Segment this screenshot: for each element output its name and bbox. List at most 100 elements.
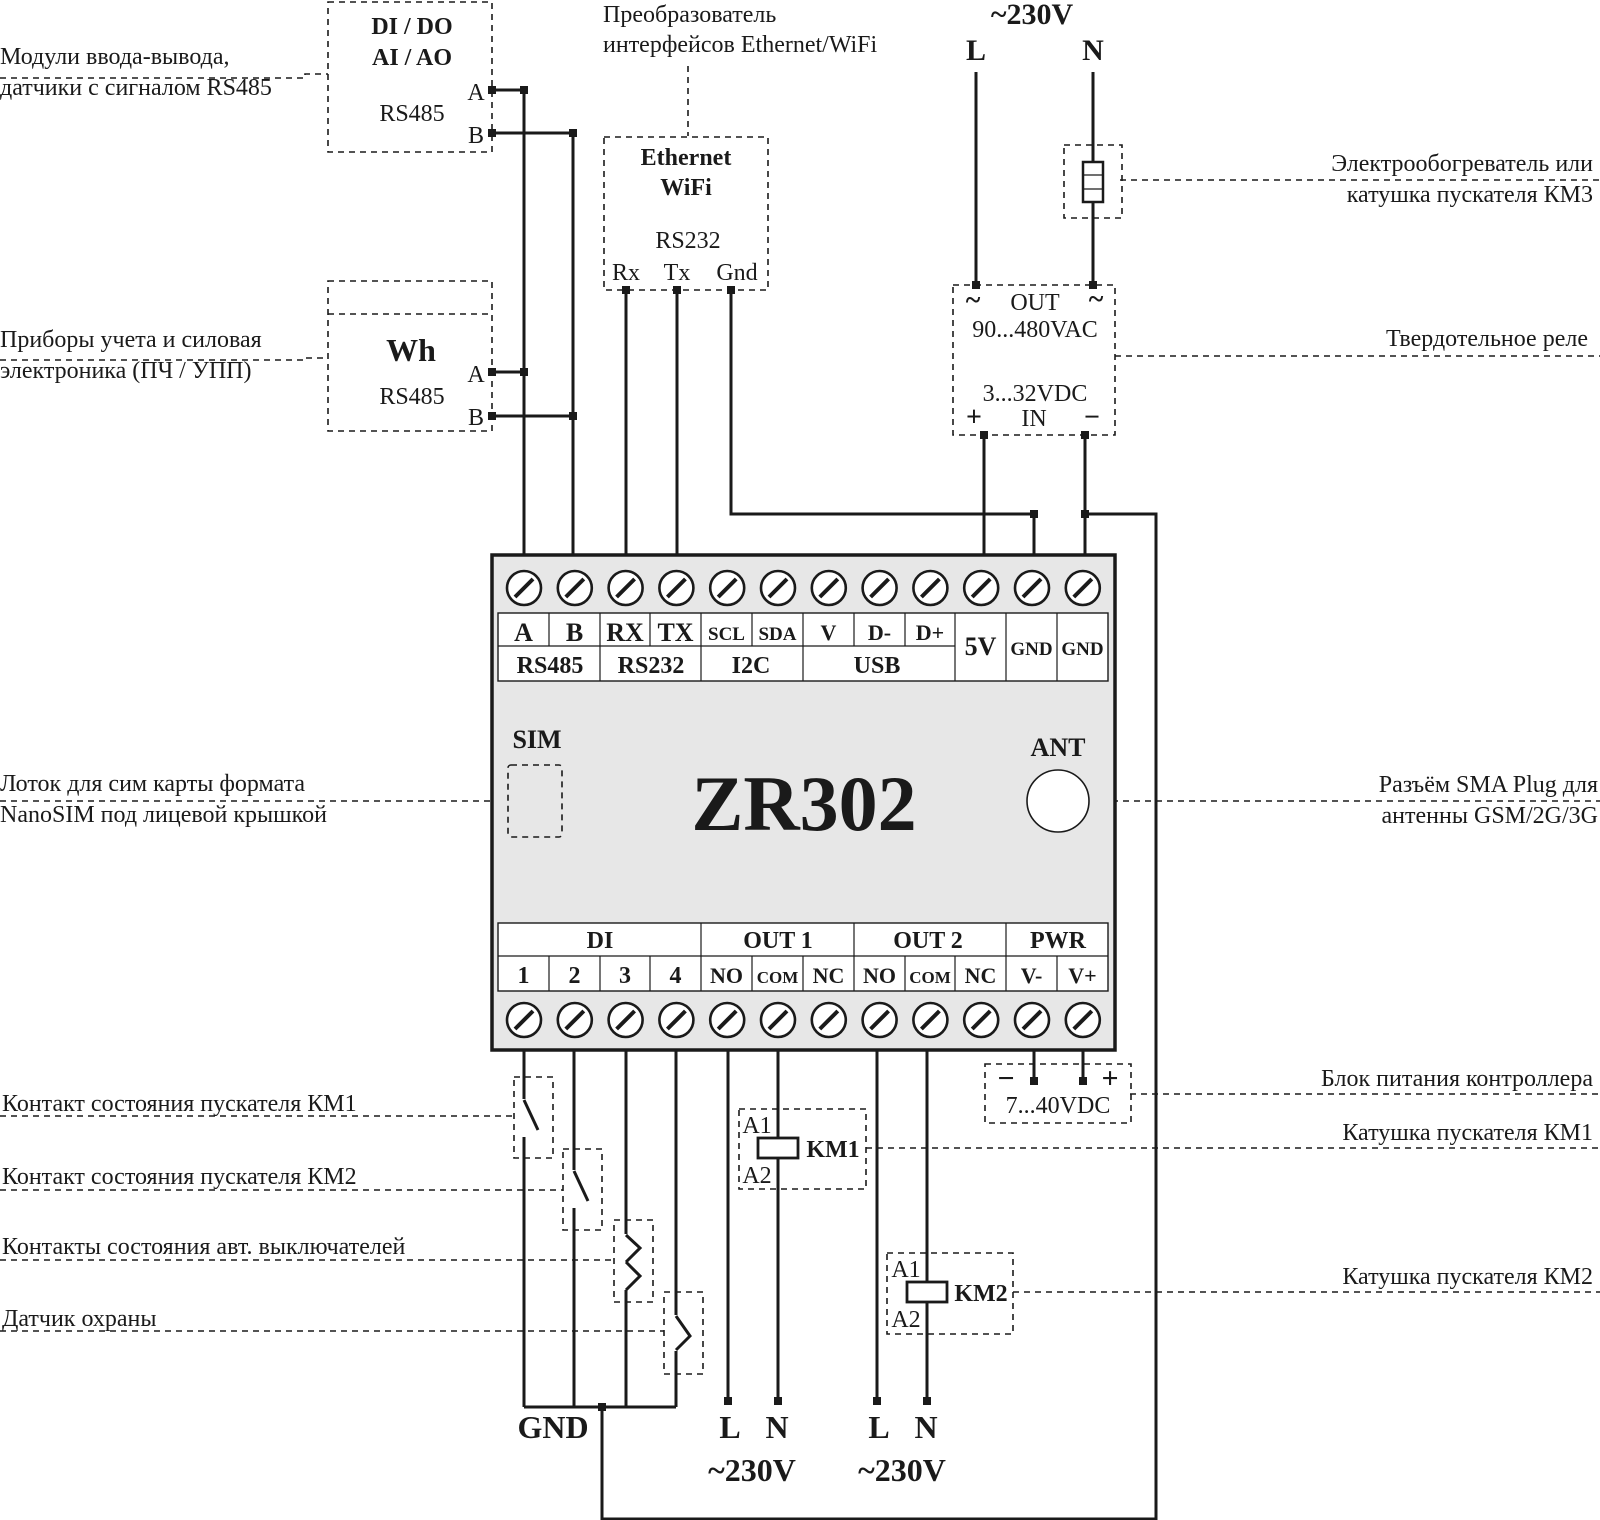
top-terminal-screw-icon-11 <box>1013 569 1051 607</box>
mains-top-voltage: ~230V <box>991 0 1074 31</box>
callout-heater-line2: катушка пускателя КМ3 <box>1347 182 1593 208</box>
coil-km1: A1 A2 KM1 <box>738 1108 867 1190</box>
callout-breakers: Контакты состояния авт. выключателей <box>2 1234 405 1260</box>
top-pin-label-9: D+ <box>916 620 944 645</box>
out1-voltage: ~230V <box>708 1452 796 1488</box>
ssr-box: ~ ~ OUT 90...480VAC 3...32VDC + IN − <box>952 284 1116 436</box>
bottom-pin-label-7: NC <box>813 963 845 988</box>
group-i2c: I2C <box>732 653 771 679</box>
top-pin-label-1: A <box>514 618 533 647</box>
top-pin-label-5: SCL <box>708 624 745 645</box>
bottom-terminal-screw-icon-8 <box>861 1001 898 1039</box>
psu-minus: − <box>997 1062 1014 1095</box>
eth-box-bus: RS232 <box>655 228 720 254</box>
callout-io-modules-line2: датчики с сигналом RS485 <box>0 75 272 101</box>
contact-km1-switch-icon <box>522 1099 540 1131</box>
bottom-pin-label-5: NO <box>710 963 743 988</box>
bottom-pin-label-2: 2 <box>569 963 581 989</box>
group-di: DI <box>587 928 614 954</box>
bottom-terminal-row <box>505 1001 1102 1039</box>
top-terminal-row <box>505 569 1102 607</box>
bottom-terminal-screw-icon-3 <box>607 1001 644 1039</box>
meter-box-pin-a: A <box>467 362 485 388</box>
top-terminal-screw-icon-3 <box>607 569 644 607</box>
coil-km2-icon <box>905 1280 949 1304</box>
top-terminal-screw-icon-7 <box>810 569 848 607</box>
ssr-out-range: 90...480VAC <box>972 317 1098 343</box>
io-box-bus: RS485 <box>379 101 444 127</box>
callout-antenna-line2: антенны GSM/2G/3G <box>1382 803 1598 829</box>
ssr-in: IN <box>1021 406 1046 432</box>
callout-meters-line1: Приборы учета и силовая <box>0 327 262 353</box>
group-out1: OUT 1 <box>743 928 813 954</box>
meter-box-pin-b: B <box>468 405 484 431</box>
group-rs485: RS485 <box>517 653 584 679</box>
breaker-contacts <box>613 1219 654 1303</box>
out2-voltage: ~230V <box>858 1452 946 1488</box>
ssr-tilde-left: ~ <box>966 285 981 316</box>
coil-km1-a2: A2 <box>742 1163 771 1189</box>
meter-box-title: Wh <box>386 332 436 368</box>
bottom-pin-label-11: V- <box>1021 963 1043 988</box>
bottom-terminal-screw-icon-7 <box>810 1001 848 1039</box>
wires <box>492 72 1158 1520</box>
bottom-terminal-screw-icon-6 <box>759 1001 797 1039</box>
out1-l-label: L <box>719 1409 740 1445</box>
top-terminal-screw-icon-4 <box>658 569 695 607</box>
coil-km2-a2: A2 <box>891 1307 920 1333</box>
bottom-pin-label-6: COM <box>757 968 799 987</box>
security-sensor <box>663 1291 704 1375</box>
callout-contact-km2: Контакт состояния пускателя КМ2 <box>2 1164 357 1190</box>
bottom-terminal-screw-icon-9 <box>912 1001 949 1039</box>
bottom-pin-label-12: V+ <box>1068 963 1096 988</box>
top-terminal-screw-icon-1 <box>505 569 543 607</box>
bottom-pin-label-4: 4 <box>670 963 682 989</box>
leader-lines <box>0 66 1600 1332</box>
mains-top: ~230V L N <box>966 0 1104 67</box>
callout-psu: Блок питания контроллера <box>1321 1066 1593 1092</box>
bottom-terminal-screw-icon-10 <box>962 1001 1000 1039</box>
mains-top-n: N <box>1082 34 1104 67</box>
top-terminal-screw-icon-6 <box>759 569 797 607</box>
top-terminal-screw-icon-5 <box>708 569 746 607</box>
bottom-terminal-screw-icon-12 <box>1064 1001 1102 1039</box>
callout-coil-km1: Катушка пускателя КМ1 <box>1342 1120 1593 1146</box>
callout-sim-line1: Лоток для сим карты формата <box>0 771 305 797</box>
bottom-pin-label-8: NO <box>863 963 896 988</box>
eth-box-tx: Tx <box>664 260 691 286</box>
contact-km1 <box>513 1076 554 1159</box>
ssr-tilde-right: ~ <box>1089 284 1104 315</box>
io-box-line1: DI / DO <box>371 14 452 40</box>
io-box-pin-a: A <box>467 80 485 106</box>
psu-range: 7...40VDC <box>1006 1093 1111 1119</box>
io-box-pin-b: B <box>468 123 484 149</box>
ant-label: ANT <box>1031 733 1086 762</box>
breaker-contact-icon-1 <box>624 1233 643 1264</box>
callout-security: Датчик охраны <box>2 1306 157 1332</box>
meter-box: Wh RS485 A B <box>327 280 493 432</box>
coil-km2-name: KM2 <box>954 1281 1007 1307</box>
callout-coil-km2: Катушка пускателя КМ2 <box>1342 1264 1593 1290</box>
out2-n-label: N <box>914 1409 937 1445</box>
bottom-pin-label-9: COM <box>909 968 951 987</box>
ethernet-wifi-box: Ethernet WiFi RS232 Rx Tx Gnd <box>603 136 769 291</box>
bottom-terminal-screw-icon-5 <box>708 1001 746 1039</box>
eth-box-rx: Rx <box>612 260 640 286</box>
ssr-minus: − <box>1084 402 1100 433</box>
sim-tray-icon <box>507 764 563 838</box>
bottom-terminal-screw-icon-11 <box>1013 1001 1051 1039</box>
top-terminal-screw-icon-2 <box>556 569 594 607</box>
mains-top-l: L <box>966 34 986 67</box>
callout-converter-line1: Преобразователь <box>603 2 776 28</box>
sim-label: SIM <box>512 725 561 754</box>
group-usb: USB <box>854 653 901 679</box>
top-terminal-screw-icon-12 <box>1064 569 1102 607</box>
bottom-terminal-screw-icon-1 <box>505 1001 543 1039</box>
wire-junctions <box>488 86 1097 1411</box>
io-module-box: DI / DO AI / AO RS485 A B <box>327 1 493 153</box>
